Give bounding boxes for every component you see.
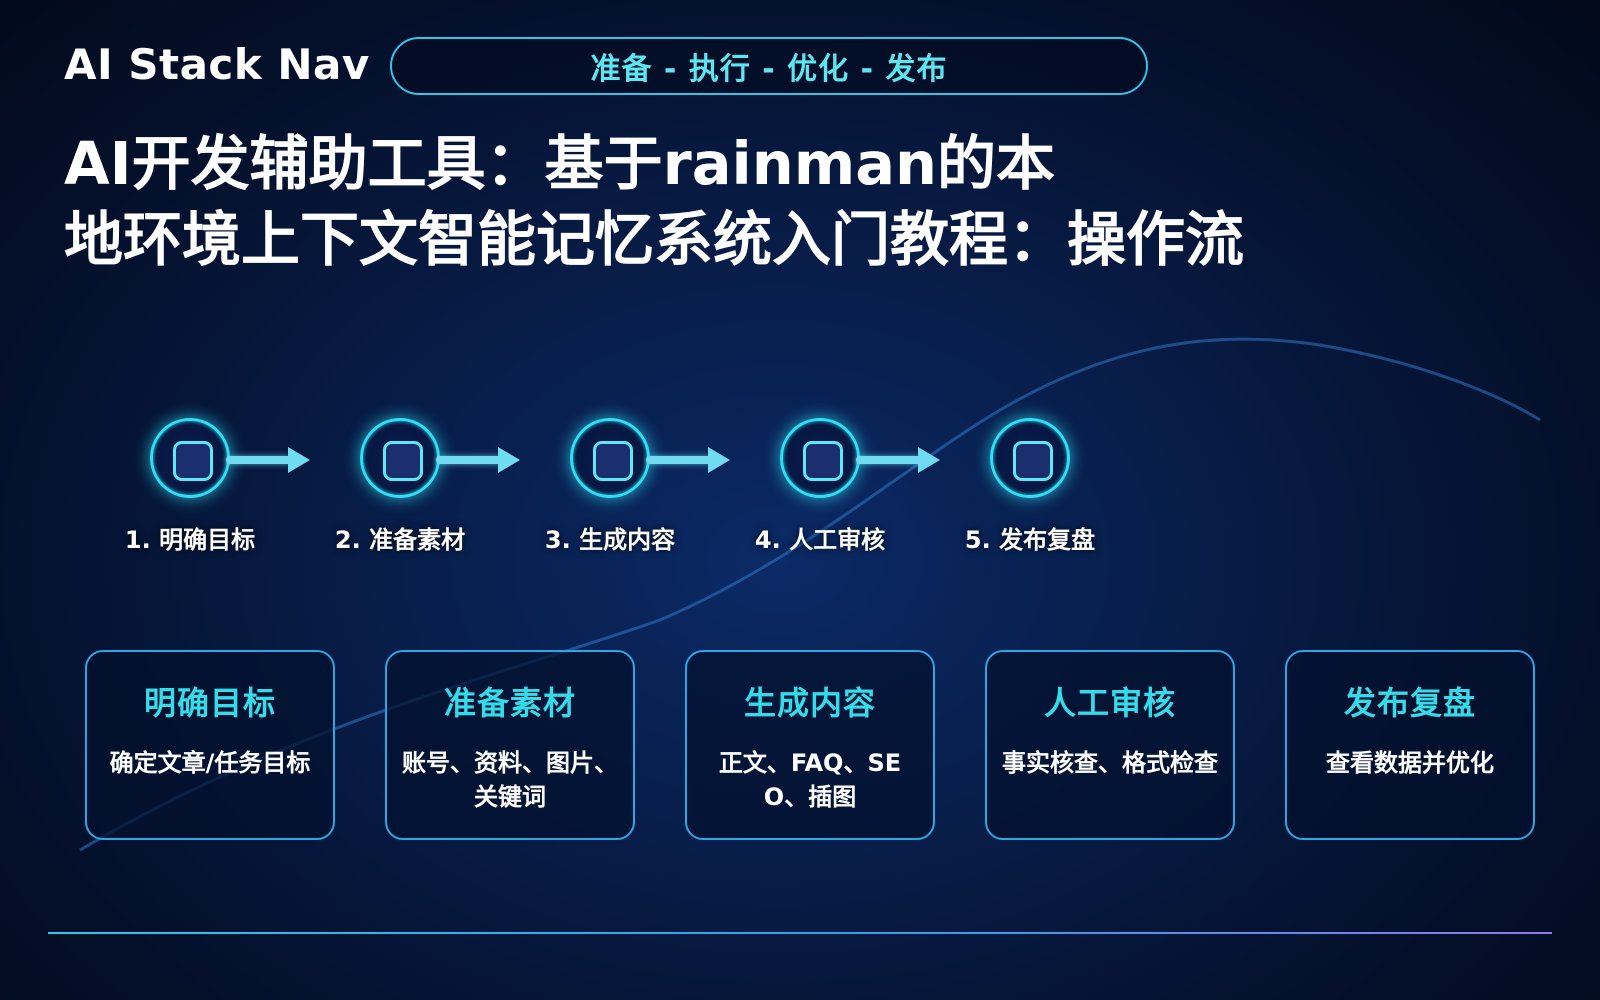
- page-title-line-1: AI开发辅助工具：基于rainman的本: [64, 129, 1056, 198]
- rounded-square-icon: [803, 441, 843, 481]
- process-flow: 1. 明确目标 2. 准备素材 3. 生成内容 4. 人工审核 5. 发布复盘: [110, 418, 1110, 555]
- step-circle: [360, 418, 440, 498]
- card-description: 正文、FAQ、SEO、插图: [718, 749, 902, 811]
- card-title: 生成内容: [743, 684, 876, 722]
- step-label: 2. 准备素材: [334, 526, 466, 554]
- step-label: 3. 生成内容: [544, 526, 676, 554]
- flow-step-4: 4. 人工审核: [740, 418, 900, 555]
- step-label: 1. 明确目标: [124, 526, 256, 554]
- step-circle: [570, 418, 650, 498]
- arrow-right-icon: [856, 447, 942, 473]
- footer-divider: [48, 932, 1552, 934]
- tagline-text: 准备 - 执行 - 优化 - 发布: [590, 52, 948, 87]
- flow-step-1: 1. 明确目标: [110, 418, 270, 555]
- tagline-pill: 准备 - 执行 - 优化 - 发布: [390, 37, 1148, 95]
- step-circle: [990, 418, 1070, 498]
- step-card-5: 发布复盘 查看数据并优化: [1285, 650, 1535, 840]
- card-description: 查看数据并优化: [1326, 749, 1494, 777]
- arrow-right-icon: [646, 447, 732, 473]
- arrow-right-icon: [436, 447, 522, 473]
- rounded-square-icon: [383, 441, 423, 481]
- step-card-1: 明确目标 确定文章/任务目标: [85, 650, 335, 840]
- card-title: 明确目标: [143, 684, 276, 722]
- page-title-line-2: 地环境上下文智能记忆系统入门教程：操作流: [64, 205, 1245, 274]
- card-description: 事实核查、格式检查: [1002, 749, 1218, 777]
- rounded-square-icon: [173, 441, 213, 481]
- card-title: 人工审核: [1043, 684, 1176, 722]
- card-title: 准备素材: [443, 684, 576, 722]
- flow-step-3: 3. 生成内容: [530, 418, 690, 555]
- flow-step-2: 2. 准备素材: [320, 418, 480, 555]
- card-description: 确定文章/任务目标: [109, 749, 311, 777]
- arrow-right-icon: [226, 447, 312, 473]
- flow-step-5: 5. 发布复盘: [950, 418, 1110, 555]
- step-circle: [780, 418, 860, 498]
- card-description: 账号、资料、图片、关键词: [402, 749, 618, 811]
- step-card-2: 准备素材 账号、资料、图片、关键词: [385, 650, 635, 840]
- card-title: 发布复盘: [1343, 684, 1476, 722]
- rounded-square-icon: [593, 441, 633, 481]
- step-circle: [150, 418, 230, 498]
- step-card-3: 生成内容 正文、FAQ、SEO、插图: [685, 650, 935, 840]
- step-label: 4. 人工审核: [754, 526, 886, 554]
- brand-logo-text: AI Stack Nav: [64, 40, 370, 89]
- step-card-4: 人工审核 事实核查、格式检查: [985, 650, 1235, 840]
- step-label: 5. 发布复盘: [964, 526, 1096, 554]
- page-title: AI开发辅助工具：基于rainman的本 地环境上下文智能记忆系统入门教程：操作…: [64, 126, 1304, 278]
- rounded-square-icon: [1013, 441, 1053, 481]
